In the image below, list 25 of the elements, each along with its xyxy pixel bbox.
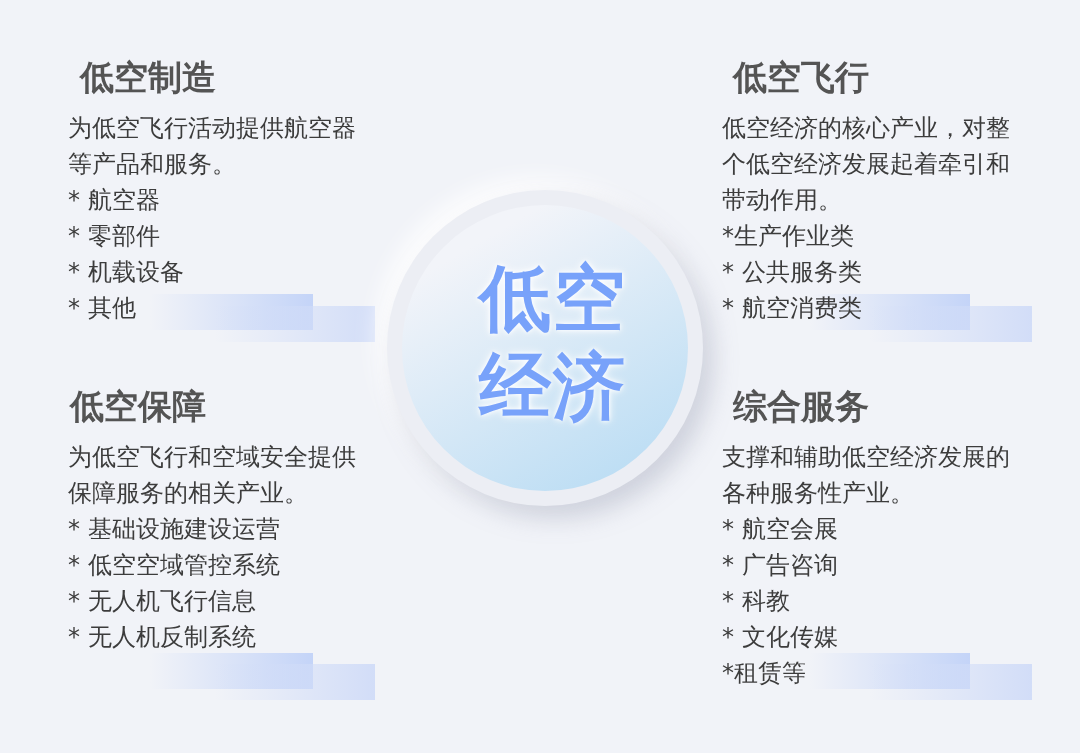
description-text: 低空经济的核心产业，对整个低空经济发展起着牵引和带动作用。 bbox=[722, 113, 1011, 216]
list-item: * 低空空域管控系统 bbox=[68, 550, 280, 581]
list-item: * 文化传媒 bbox=[722, 622, 838, 653]
list-item: * 零部件 bbox=[68, 221, 160, 252]
list-item: *租赁等 bbox=[722, 658, 806, 689]
section-heading: 低空保障 bbox=[70, 385, 206, 428]
section-heading: 综合服务 bbox=[733, 385, 869, 428]
description-text: 为低空飞行和空域安全提供保障服务的相关产业。 bbox=[68, 442, 357, 509]
list-item: * 航空消费类 bbox=[722, 293, 862, 324]
list-item: * 科教 bbox=[722, 586, 790, 617]
list-item: * 无人机反制系统 bbox=[68, 622, 256, 653]
list-item: * 航空器 bbox=[68, 185, 160, 216]
list-item: * 机载设备 bbox=[68, 257, 184, 288]
description-text: 支撑和辅助低空经济发展的各种服务性产业。 bbox=[722, 442, 1011, 509]
list-item: * 基础设施建设运营 bbox=[68, 514, 280, 545]
description-text: 为低空飞行活动提供航空器等产品和服务。 bbox=[68, 113, 357, 180]
list-item: * 公共服务类 bbox=[722, 257, 862, 288]
list-item: * 无人机飞行信息 bbox=[68, 586, 256, 617]
list-item: * 其他 bbox=[68, 293, 136, 324]
hub-title: 低空经济 bbox=[476, 255, 628, 430]
list-item: * 广告咨询 bbox=[722, 550, 838, 581]
section-heading: 低空飞行 bbox=[733, 56, 869, 99]
list-item: * 航空会展 bbox=[722, 514, 838, 545]
list-item: *生产作业类 bbox=[722, 221, 854, 252]
section-heading: 低空制造 bbox=[80, 56, 216, 99]
